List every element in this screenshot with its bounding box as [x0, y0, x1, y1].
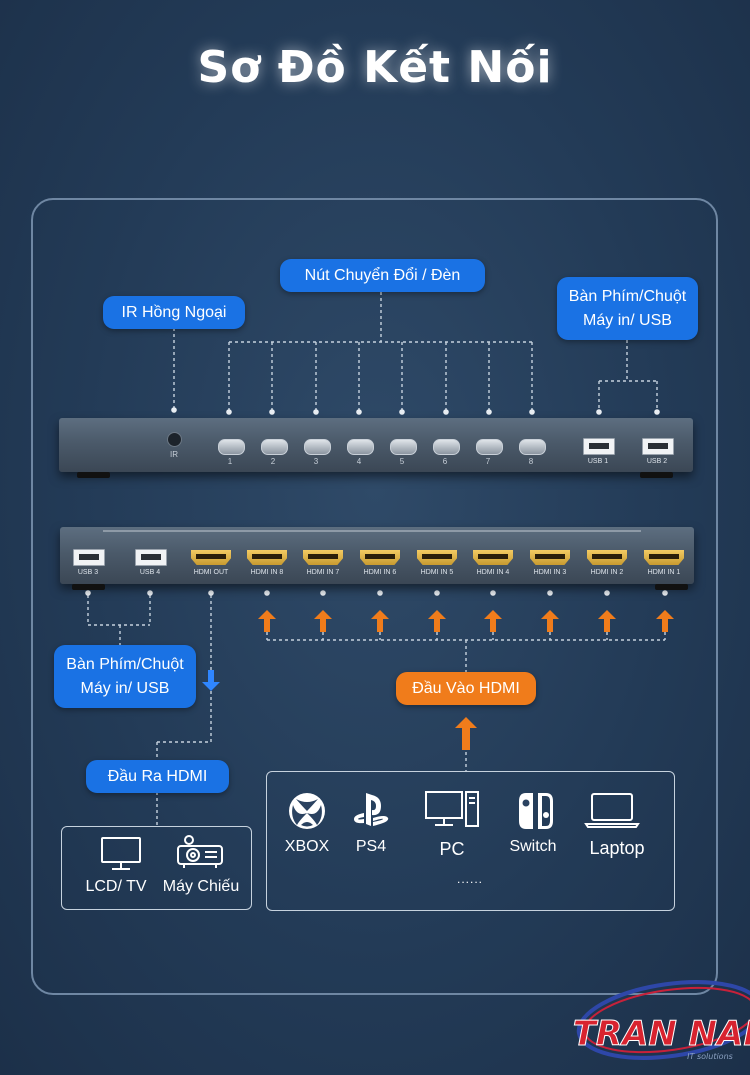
svg-text:IT solutions: IT solutions — [687, 1052, 733, 1061]
usb-port-4 — [135, 549, 167, 566]
usb-port-1 — [583, 438, 615, 455]
buttons-label: Nút Chuyển Đổi / Đèn — [280, 259, 485, 292]
pc-icon — [425, 791, 479, 827]
hdmi-in-1-label: HDMI IN 1 — [647, 569, 681, 576]
nintendo-switch-icon — [519, 793, 553, 829]
switch-button-3[interactable] — [304, 439, 331, 455]
ir-sensor — [167, 432, 182, 447]
laptop-label: Laptop — [589, 838, 645, 858]
hdmi-in-2-label: HDMI IN 2 — [590, 569, 624, 576]
button-number: 2 — [270, 457, 276, 466]
usb-bottom-label-line2: Máy in/ USB — [80, 679, 170, 697]
input-devices-box — [266, 771, 675, 911]
tv-label: LCD/ TV — [85, 878, 147, 895]
hdmi-in-2-port — [587, 550, 627, 565]
usb-port-3-label: USB 3 — [77, 569, 99, 576]
usb-top-label-line1: Bàn Phím/Chuột — [568, 288, 687, 306]
usb-port-2 — [642, 438, 674, 455]
hdmi-in-5-port — [417, 550, 457, 565]
playstation-icon — [354, 793, 389, 826]
device-foot — [655, 584, 688, 590]
ir-label: IR Hồng Ngoại — [103, 296, 245, 329]
page-title: Sơ Đồ Kết Nối — [197, 42, 553, 93]
hdmi-in-4-label: HDMI IN 4 — [476, 569, 510, 576]
xbox-icon — [289, 793, 325, 829]
diagram-frame — [31, 198, 718, 995]
hdmi-in-3-label: HDMI IN 3 — [533, 569, 567, 576]
button-number: 5 — [399, 457, 405, 466]
ps4-label: PS4 — [355, 838, 387, 855]
hdmi-out-port-label: HDMI OUT — [193, 569, 229, 576]
hdmi-in-8-port — [247, 550, 287, 565]
usb-port-2-label: USB 2 — [646, 458, 668, 465]
switch-button-6[interactable] — [433, 439, 460, 455]
switch-label: Switch — [509, 838, 557, 855]
ir-port-label: IR — [170, 450, 178, 459]
hdmi-in-3-port — [530, 550, 570, 565]
usb-port-1-label: USB 1 — [587, 458, 609, 465]
hdmi-out-label: Đầu Ra HDMI — [86, 760, 229, 793]
usb-top-label: Bàn Phím/Chuột Máy in/ USB — [557, 277, 698, 340]
panel-edge — [103, 530, 641, 532]
xbox-label: XBOX — [284, 838, 330, 855]
hdmi-in-8-label: HDMI IN 8 — [250, 569, 284, 576]
button-number: 4 — [356, 457, 362, 466]
button-number: 6 — [442, 457, 448, 466]
hdmi-in-4-port — [473, 550, 513, 565]
device-foot — [72, 584, 105, 590]
tv-icon — [101, 837, 141, 870]
projector-icon — [177, 835, 223, 868]
button-number: 1 — [227, 457, 233, 466]
button-number: 7 — [485, 457, 491, 466]
switch-button-8[interactable] — [519, 439, 546, 455]
usb-port-3 — [73, 549, 105, 566]
usb-bottom-label-line1: Bàn Phím/Chuột — [66, 656, 184, 674]
device-foot — [77, 472, 110, 478]
usb-top-label-line2: Máy in/ USB — [583, 311, 672, 329]
more-devices-indicator: ...... — [456, 872, 483, 886]
switch-button-1[interactable] — [218, 439, 245, 455]
hdmi-in-5-label: HDMI IN 5 — [420, 569, 454, 576]
hdmi-in-label: Đầu Vào HDMI — [396, 672, 536, 705]
switch-button-4[interactable] — [347, 439, 374, 455]
hdmi-out-port — [191, 550, 231, 565]
switch-button-5[interactable] — [390, 439, 417, 455]
output-devices-box — [61, 826, 252, 910]
hdmi-in-1-port — [644, 550, 684, 565]
tran-nam-logo: TRAN NAM IT solutions — [572, 980, 750, 1061]
hdmi-in-6-port — [360, 550, 400, 565]
device-foot — [640, 472, 673, 478]
switch-button-2[interactable] — [261, 439, 288, 455]
laptop-icon — [584, 793, 640, 828]
arrow-up-icon — [258, 610, 276, 632]
hdmi-in-6-label: HDMI IN 6 — [363, 569, 397, 576]
usb-bottom-label: Bàn Phím/Chuột Máy in/ USB — [54, 645, 196, 708]
projector-label: Máy Chiếu — [162, 878, 240, 895]
usb-port-4-label: USB 4 — [139, 569, 161, 576]
button-number: 8 — [528, 457, 534, 466]
svg-text:TRAN NAM: TRAN NAM — [573, 1014, 750, 1054]
hdmi-in-7-label: HDMI IN 7 — [306, 569, 340, 576]
hdmi-in-7-port — [303, 550, 343, 565]
pc-label: PC — [439, 839, 465, 859]
switch-button-7[interactable] — [476, 439, 503, 455]
button-number: 3 — [313, 457, 319, 466]
